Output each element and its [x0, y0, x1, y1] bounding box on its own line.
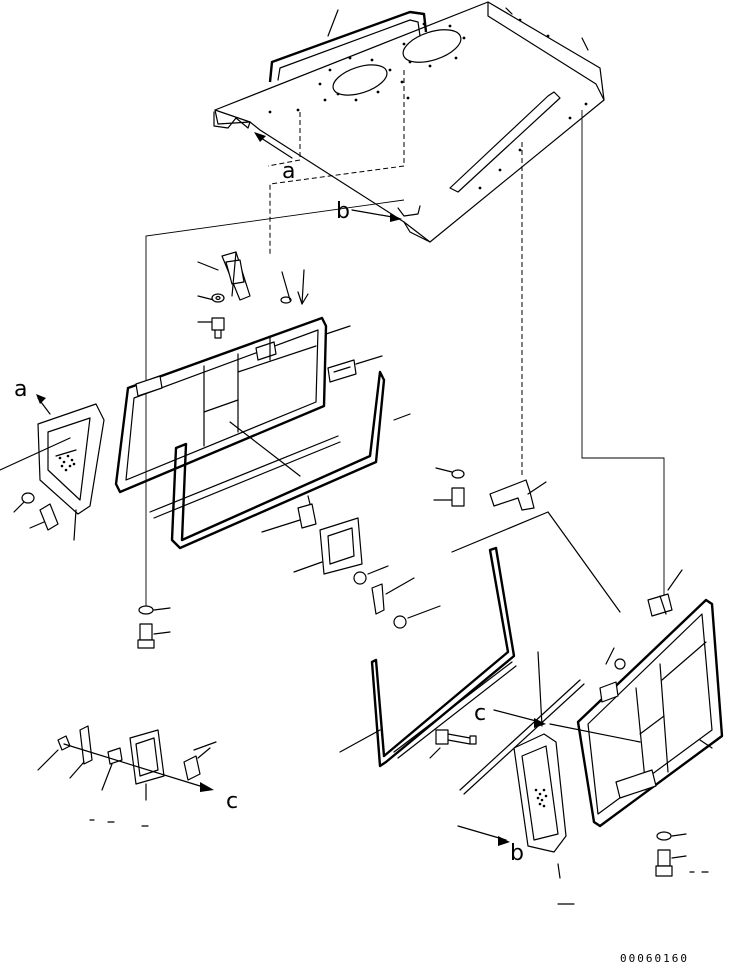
door-latch-plate: [327, 359, 357, 383]
drawing-code: 00060160: [620, 952, 689, 965]
lower-left-latch-parts: c: [37, 725, 238, 827]
left-seal-strip: [149, 370, 386, 550]
hood-cover: [213, 1, 605, 243]
center-latch-assembly: [261, 495, 441, 629]
ref-b-top: b: [336, 199, 402, 224]
ref-a-top: a: [254, 132, 295, 184]
left-door-frame: [114, 316, 411, 494]
right-side-panel: [513, 733, 575, 905]
left-hinge-group: [197, 251, 309, 339]
right-bottom-bolt: [655, 831, 709, 877]
right-door-frame: [576, 569, 724, 828]
ref-label-a-left: a: [14, 377, 27, 402]
right-mid-bolt: c: [429, 701, 641, 759]
ref-label-b-top: b: [336, 199, 350, 224]
right-hinge-group: [433, 467, 621, 613]
ref-b-bottom: b: [457, 825, 524, 866]
left-bottom-bolt: [137, 605, 171, 649]
ref-label-c-left: c: [226, 789, 238, 814]
ref-label-c-right: c: [474, 701, 486, 726]
left-side-panel: a: [0, 377, 105, 541]
assembly-leader-lines: [145, 70, 665, 612]
right-seal-strips: [339, 546, 585, 795]
ref-label-a-top: a: [282, 159, 295, 184]
ref-label-b-bottom: b: [510, 841, 524, 866]
